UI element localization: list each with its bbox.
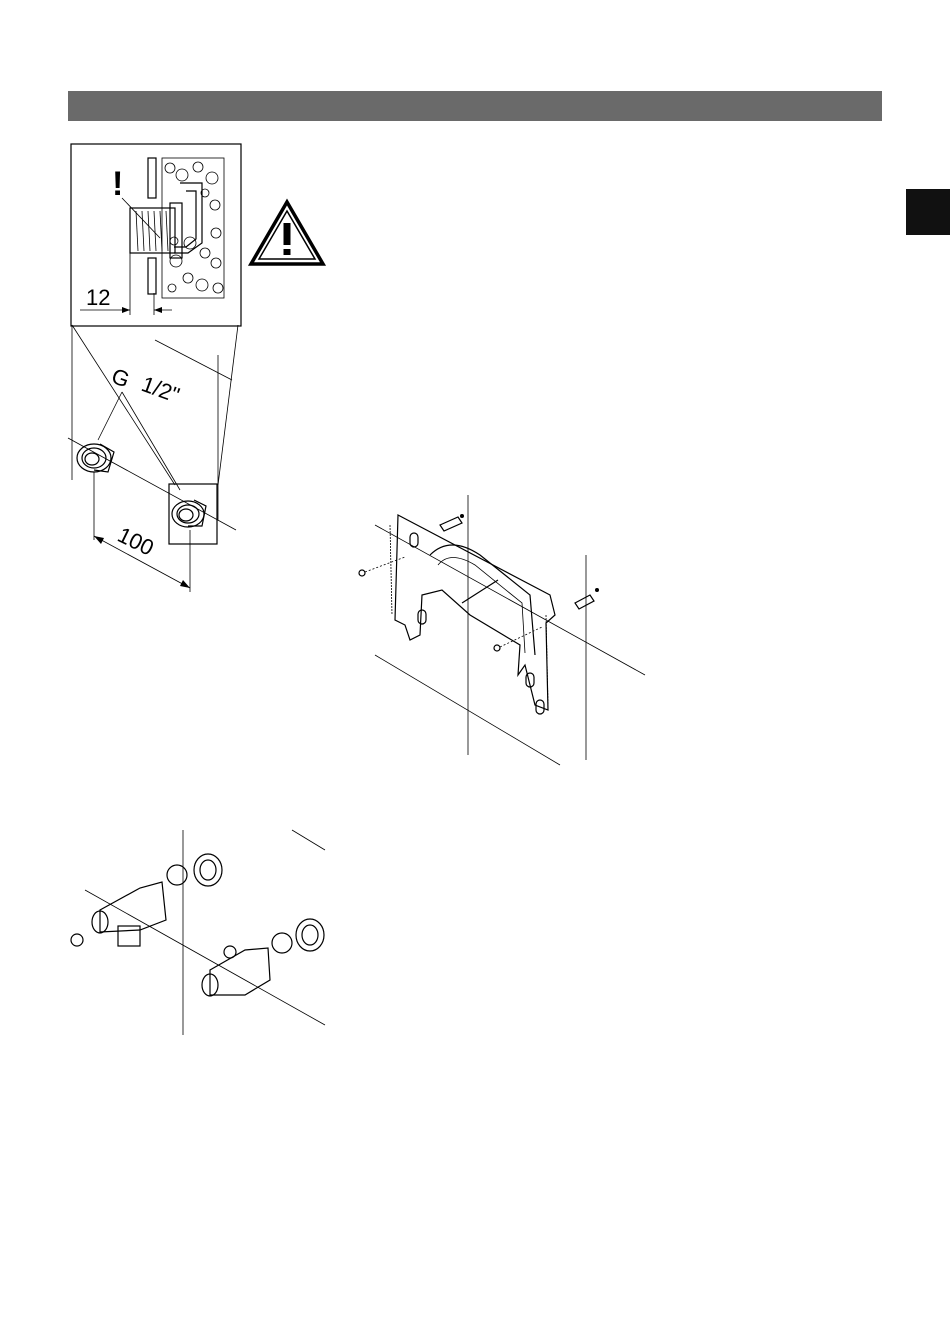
pipe-nipple-top xyxy=(194,854,222,886)
valve-assembly-illustration xyxy=(70,830,330,1040)
wall-bracket-illustration xyxy=(350,495,660,770)
thread-label-g: G xyxy=(108,363,133,392)
pipe-fitting-left xyxy=(77,444,114,472)
pipe-nipple-bottom xyxy=(296,919,324,951)
valve-left xyxy=(71,882,166,946)
spacing-label: 100 xyxy=(114,522,158,561)
thread-label-size: 1/2" xyxy=(138,371,183,408)
